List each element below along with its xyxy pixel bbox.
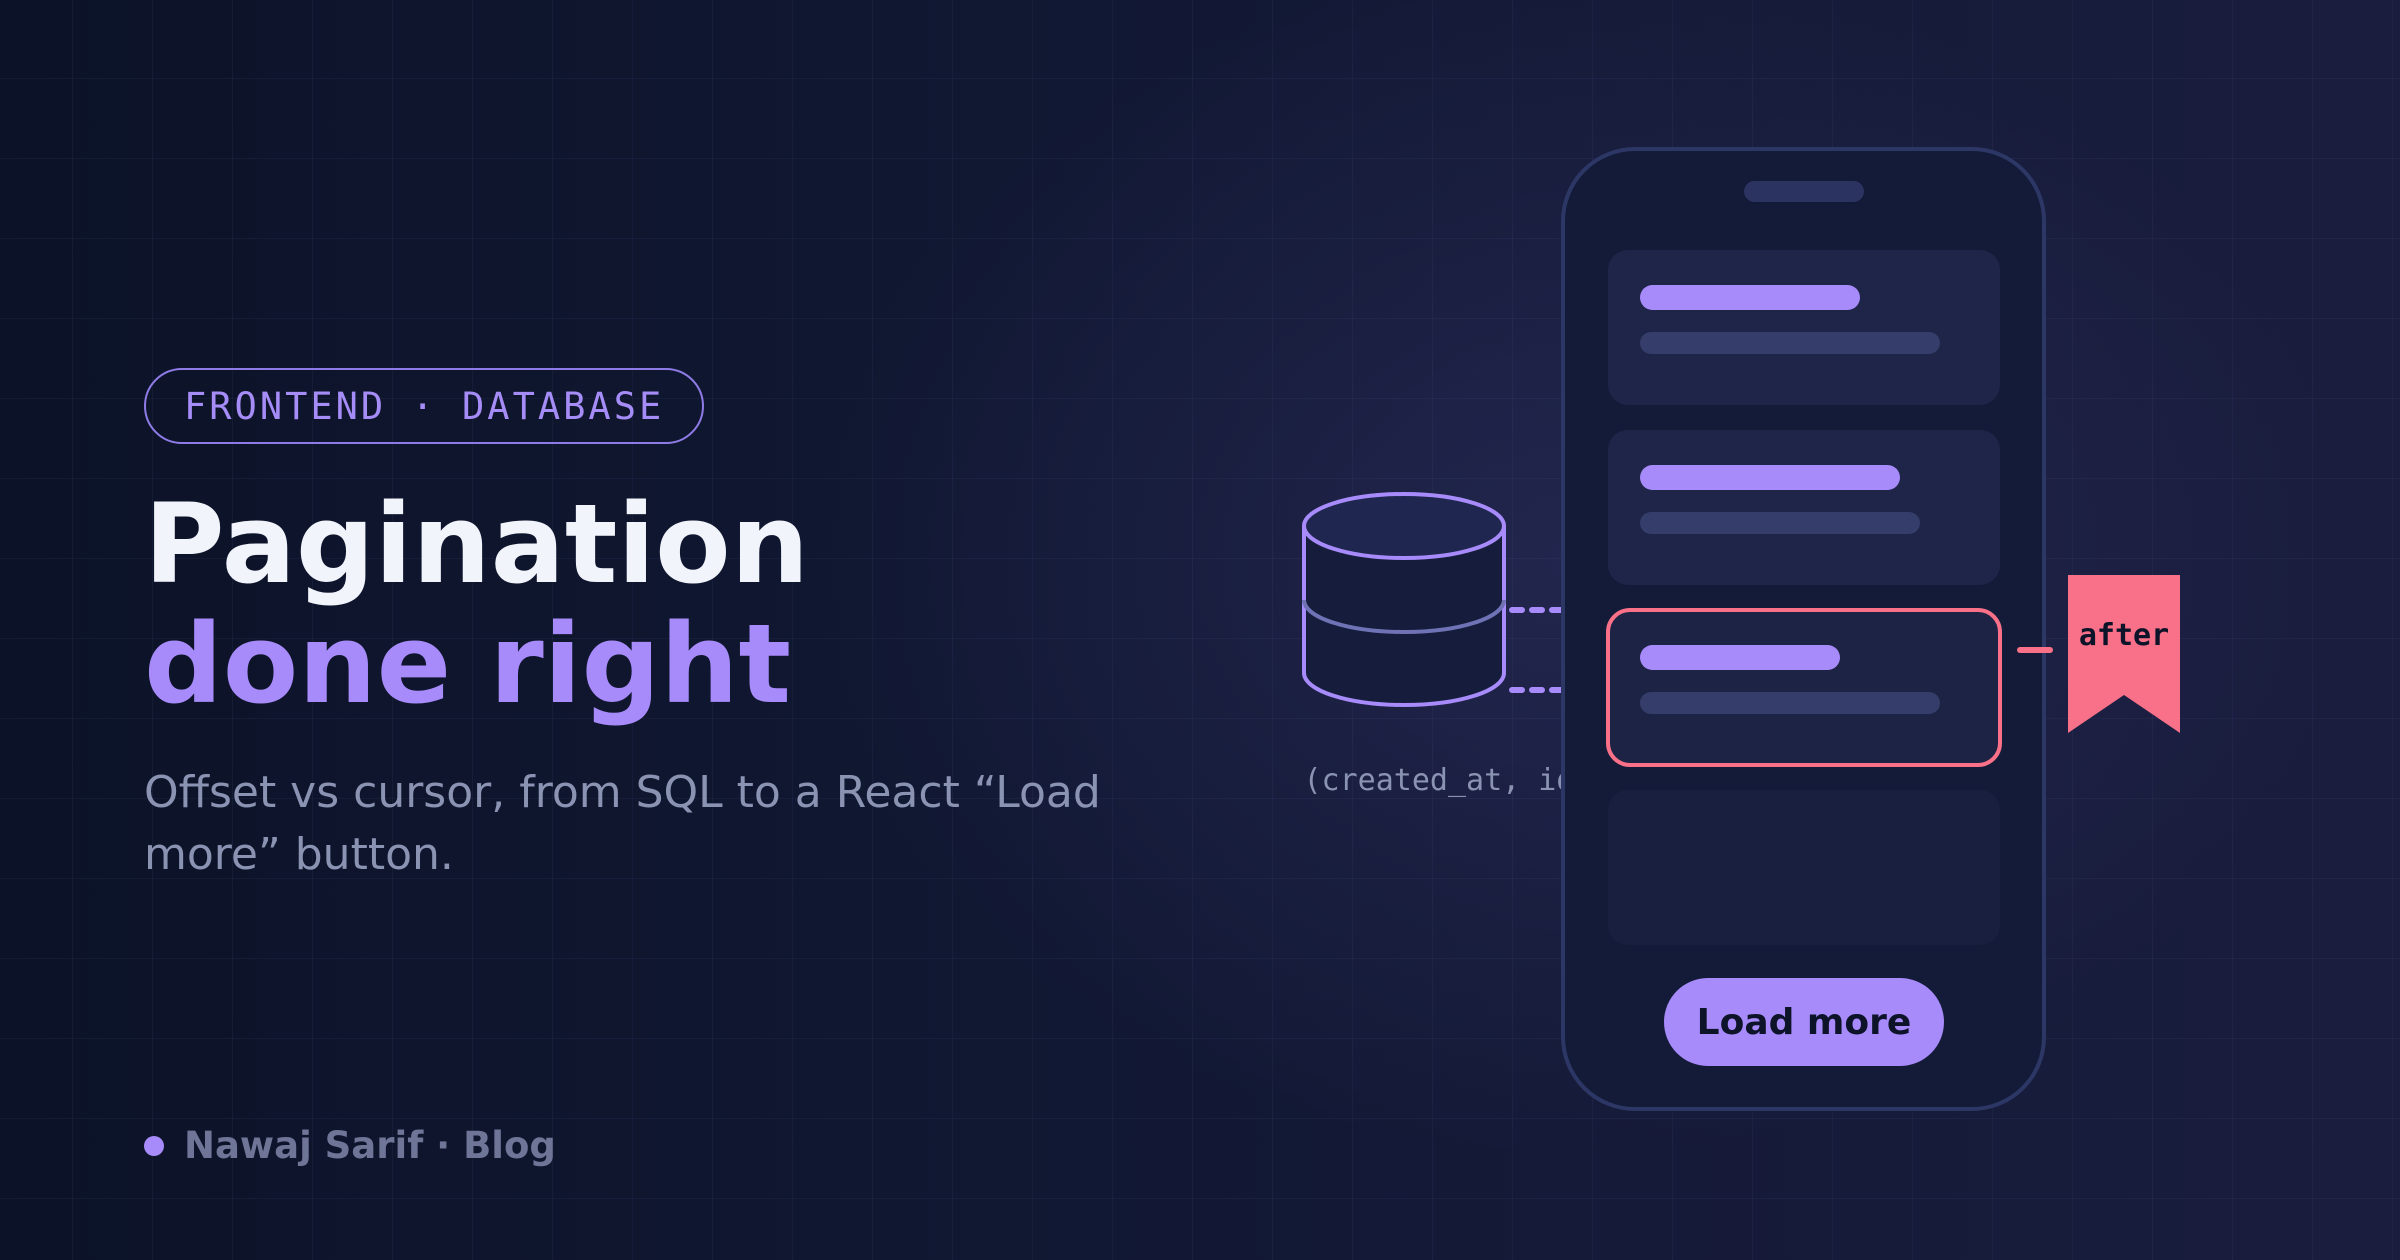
phone-notch (1744, 181, 1864, 202)
load-more-button[interactable]: Load more (1664, 978, 1944, 1066)
database-icon (1302, 492, 1506, 707)
subtitle: Offset vs cursor, from SQL to a React “L… (144, 767, 1101, 880)
cursor-after-label: after (2079, 618, 2169, 653)
list-item[interactable] (1608, 430, 2000, 585)
list-item-placeholder (1608, 790, 2000, 945)
author-byline[interactable]: Nawaj Sarif · Blog (144, 1124, 556, 1167)
bullet-dot-icon (144, 1135, 164, 1156)
load-more-label: Load more (1697, 1002, 1912, 1043)
bookmark-icon: after (2068, 575, 2180, 733)
title-line-2: done right (144, 600, 792, 728)
title-line-1: Pagination (144, 480, 810, 608)
index-label: (created_at, id) (1304, 763, 1593, 798)
list-item-cursor[interactable] (1606, 608, 2002, 767)
page-title: Pagination done right (144, 484, 809, 724)
list-item[interactable] (1608, 250, 2000, 405)
category-tag: FRONTEND · DATABASE (144, 368, 705, 444)
byline-text: Nawaj Sarif · Blog (184, 1124, 556, 1167)
